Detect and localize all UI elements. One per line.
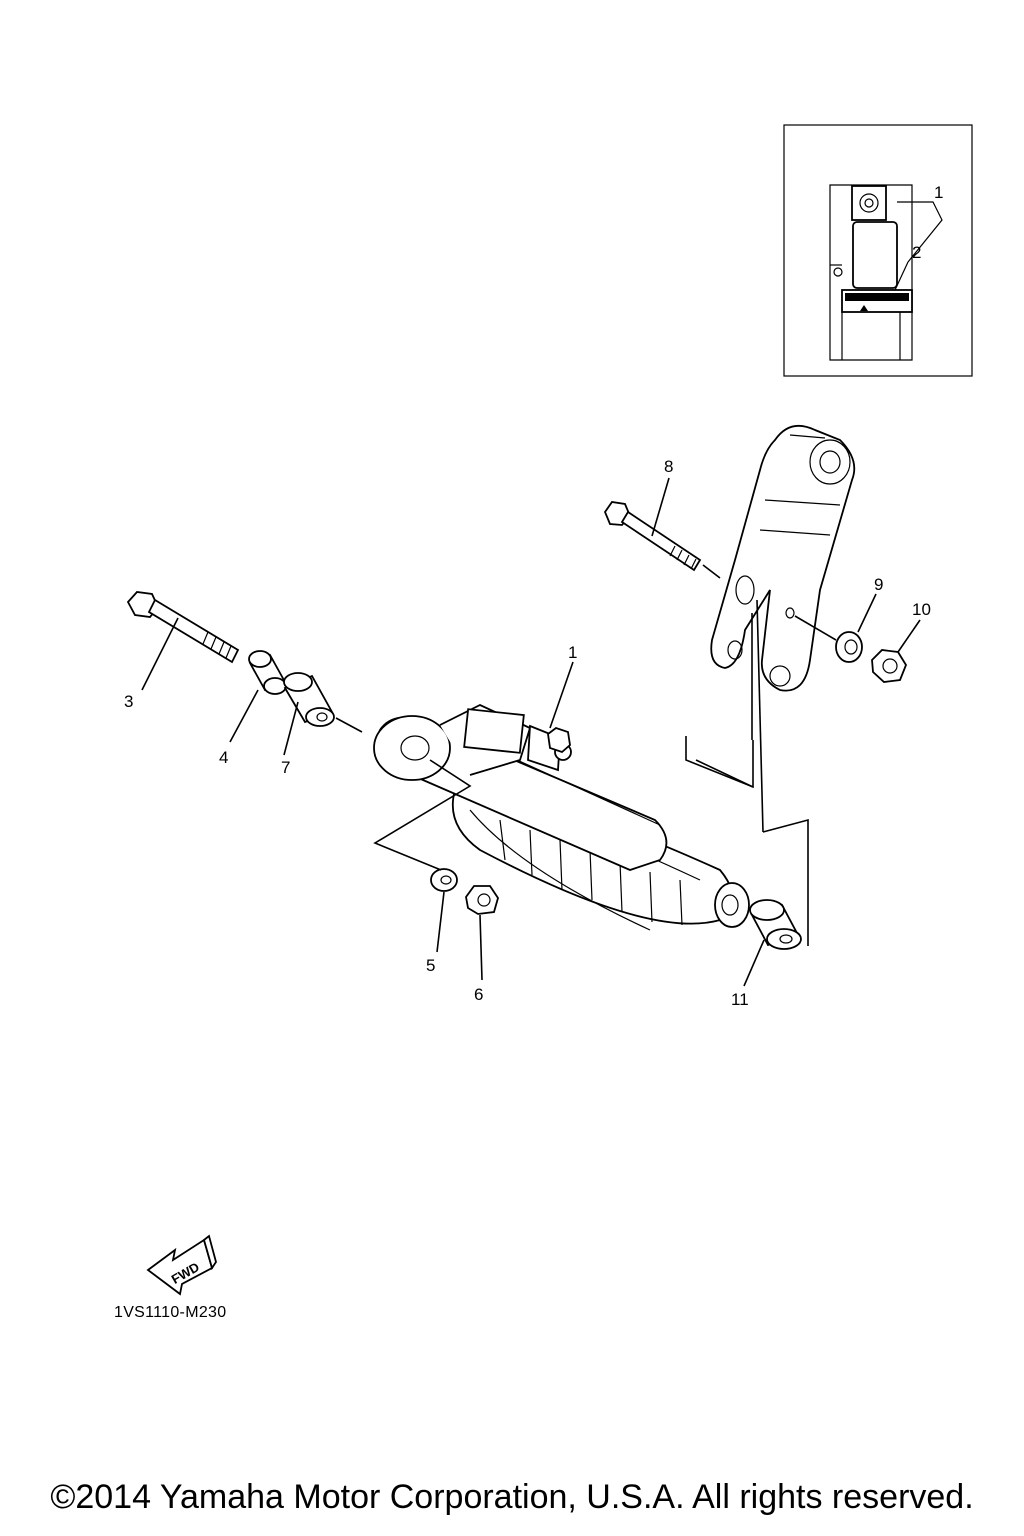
inset-detail: 1 2 (783, 124, 973, 377)
nut-6 (465, 885, 499, 915)
callout-3: 3 (124, 692, 133, 711)
assembly-lines (373, 599, 809, 946)
callout-5: 5 (426, 956, 435, 975)
callout-7: 7 (281, 758, 290, 777)
forward-arrow-icon: FWD (146, 1234, 217, 1296)
diagram-code: 1VS1110-M230 (114, 1304, 226, 1321)
callout-10: 10 (912, 600, 931, 619)
callout-6: 6 (474, 985, 483, 1004)
bolt-3 (126, 591, 240, 664)
callout-9: 9 (874, 575, 883, 594)
collar-11 (749, 899, 802, 950)
nut-10 (871, 649, 908, 683)
callout-11: 11 (731, 990, 749, 1009)
copyright-notice: ©2014 Yamaha Motor Corporation, U.S.A. A… (50, 1478, 974, 1516)
relay-arm (710, 424, 856, 692)
washer-9 (835, 631, 863, 663)
callout-4: 4 (219, 748, 228, 767)
washer-5 (430, 868, 458, 892)
rear-shock-absorber (373, 704, 750, 931)
callout-1: 1 (568, 643, 577, 662)
bolt-8 (603, 501, 721, 579)
collar-4 (248, 650, 287, 695)
inset-callout-2: 2 (912, 243, 921, 262)
collar-7 (283, 672, 335, 727)
leader-lines (141, 477, 921, 987)
inset-callout-1: 1 (934, 183, 943, 202)
callout-8: 8 (664, 457, 673, 476)
